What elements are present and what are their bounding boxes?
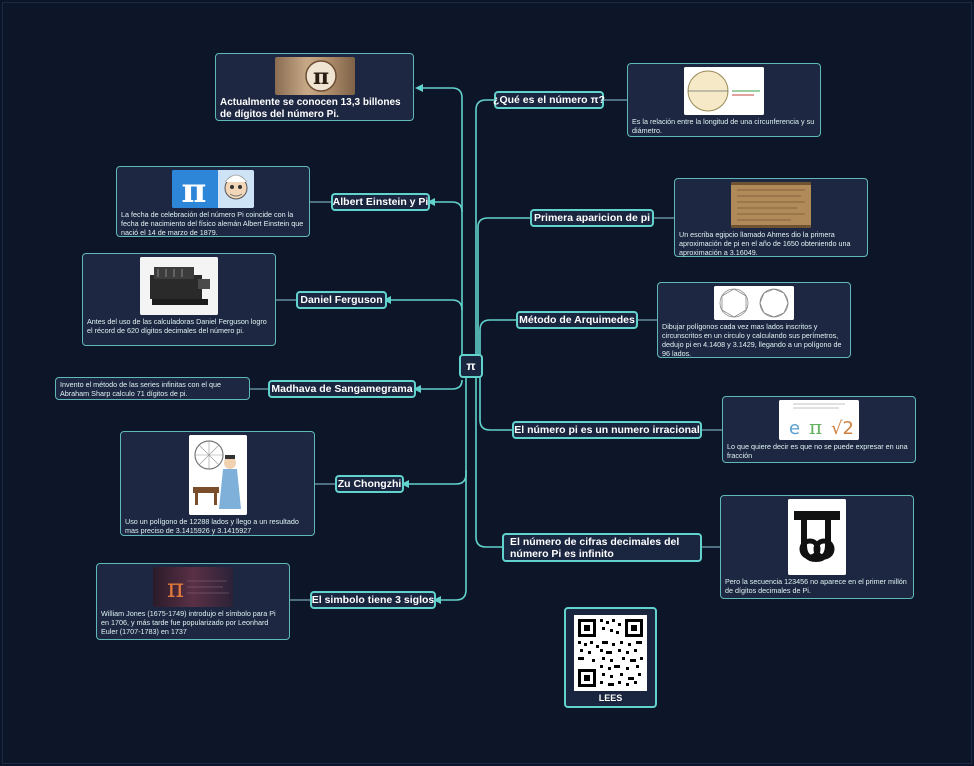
card-madhava-text: Invento el método de las series infinita… (60, 380, 222, 398)
card-ferguson[interactable]: Antes del uso de las calculadoras Daniel… (82, 253, 276, 346)
pi-symbol-image: π (274, 57, 355, 95)
card-cifras[interactable]: Pero la secuencia 123456 no aparece en e… (720, 495, 914, 599)
topic-einstein[interactable]: Albert Einstein y Pi (331, 193, 430, 211)
topic-cifras[interactable]: El número de cifras decimales del número… (502, 533, 702, 562)
qr-label: LEES (598, 693, 623, 703)
topic-arquimedes[interactable]: Método de Arquimedes (516, 311, 638, 329)
circle-diagram-image (684, 67, 764, 115)
topic-arquimedes-label: Método de Arquimedes (519, 314, 635, 326)
topic-primera-aparicion[interactable]: Primera aparicion de pi (530, 209, 654, 227)
topic-zu-chongzhi-label: Zu Chongzhi (337, 478, 402, 490)
svg-text:π: π (182, 171, 207, 208)
card-que-es[interactable]: Es la relación entre la longitud de una … (627, 63, 821, 137)
card-primera[interactable]: Un escriba egipcio llamado Ahmes dio la … (674, 178, 868, 257)
svg-text:e: e (789, 418, 800, 439)
topic-ferguson-label: Daniel Ferguson (300, 294, 383, 306)
topic-irracional[interactable]: El número pi es un numero irracional (512, 421, 702, 439)
topic-que-es[interactable]: ¿Qué es el número π? (493, 91, 605, 109)
calculator-image (140, 257, 218, 315)
card-irracional-text: Lo que quiere decir es que no se puede e… (727, 442, 908, 460)
topic-primera-aparicion-label: Primera aparicion de pi (533, 212, 651, 224)
svg-text:π: π (167, 574, 184, 604)
card-simbolo[interactable]: π William Jones (1675-1749) introdujo el… (96, 563, 290, 640)
topic-que-es-label: ¿Qué es el número π? (493, 94, 605, 106)
central-topic[interactable]: π (459, 354, 483, 378)
card-que-es-text: Es la relación entre la longitud de una … (632, 117, 815, 135)
svg-text:π: π (312, 64, 328, 90)
topic-einstein-label: Albert Einstein y Pi (332, 196, 429, 208)
topic-madhava[interactable]: Madhava de Sangamegrama (268, 380, 416, 398)
card-zu-text: Uso un polígono de 12288 lados y llego a… (125, 517, 299, 535)
card-billones-text: Actualmente se conocen 13,3 billones de … (220, 97, 401, 120)
card-arquimedes[interactable]: Dibujar polígonos cada vez mas lados ins… (657, 282, 851, 358)
pi-logo-image (788, 499, 846, 575)
card-cifras-text: Pero la secuencia 123456 no aparece en e… (725, 577, 907, 595)
card-einstein[interactable]: π La fecha de celebración del número Pi … (116, 166, 310, 237)
card-billones[interactable]: π Actualmente se conocen 13,3 billones d… (215, 53, 414, 121)
central-topic-label: π (466, 359, 476, 373)
card-ferguson-text: Antes del uso de las calculadoras Daniel… (87, 317, 267, 335)
svg-text:√2: √2 (831, 418, 854, 439)
topic-irracional-label: El número pi es un numero irracional (514, 424, 700, 436)
papyrus-image (731, 182, 811, 228)
card-simbolo-text: William Jones (1675-1749) introdujo el s… (101, 609, 276, 636)
topic-zu-chongzhi[interactable]: Zu Chongzhi (335, 475, 404, 493)
card-zu[interactable]: Uso un polígono de 12288 lados y llego a… (120, 431, 315, 536)
zu-chongzhi-image (188, 435, 247, 515)
card-madhava[interactable]: Invento el método de las series infinita… (55, 377, 250, 400)
topic-madhava-label: Madhava de Sangamegrama (271, 383, 413, 395)
qr-card[interactable]: LEES (564, 607, 657, 708)
card-arquimedes-text: Dibujar polígonos cada vez mas lados ins… (662, 322, 842, 358)
card-primera-text: Un escriba egipcio llamado Ahmes dio la … (679, 230, 851, 257)
polygons-image (714, 286, 794, 320)
qr-code-image (574, 615, 647, 691)
svg-text:π: π (809, 415, 822, 439)
topic-simbolo-label: El simbolo tiene 3 siglos (311, 594, 435, 606)
topic-simbolo[interactable]: El simbolo tiene 3 siglos (310, 591, 436, 609)
card-einstein-text: La fecha de celebración del número Pi co… (121, 210, 304, 237)
topic-ferguson[interactable]: Daniel Ferguson (296, 291, 387, 309)
topic-cifras-label: El número de cifras decimales del número… (510, 535, 680, 560)
pi-history-image: π (153, 567, 233, 607)
einstein-pi-image: π (172, 170, 254, 208)
